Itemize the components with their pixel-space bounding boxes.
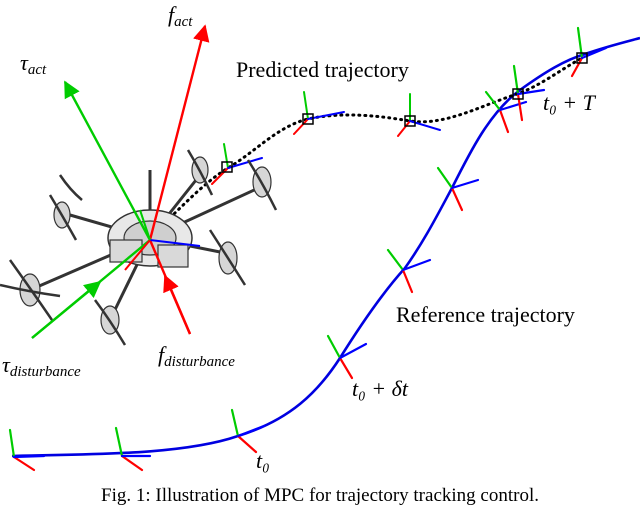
- pred-frame-2: [293, 91, 345, 135]
- f-act-arrow: [148, 24, 210, 241]
- f-disturbance-arrowhead: [163, 274, 192, 335]
- pred-frame-1: [211, 143, 263, 185]
- t0-label: t₀: [256, 448, 270, 473]
- drone-illustration: [0, 149, 278, 346]
- pred-frame-4: [512, 88, 524, 100]
- f-disturbance-label: fdisturbance: [158, 342, 235, 370]
- tau-disturbance-label: τdisturbance: [2, 352, 81, 380]
- ref-frame-t0-T: [512, 64, 546, 122]
- ref-frame-6: [436, 166, 480, 212]
- pred-frame-3: [397, 93, 441, 137]
- ref-frame-5: [386, 248, 432, 294]
- reference-frames: [8, 26, 608, 472]
- ref-frame-2: [114, 426, 152, 472]
- predicted-trajectory-label: Predicted trajectory: [236, 57, 409, 82]
- t0-plus-T-label: t₀ + T: [543, 90, 597, 115]
- figure-caption: Fig. 1: Illustration of MPC for trajecto…: [101, 485, 539, 506]
- ref-frame-7: [484, 90, 528, 134]
- force-arrows: [31, 24, 210, 339]
- reference-trajectory-label: Reference trajectory: [396, 302, 575, 327]
- predicted-frames: [211, 52, 588, 185]
- ref-frame-t0-dt: [326, 334, 368, 380]
- ref-frame-start: [8, 428, 46, 472]
- ref-frame-t0: [230, 408, 266, 454]
- reference-trajectory-curve: [11, 36, 640, 458]
- f-act-label: fact: [168, 2, 193, 30]
- tau-act-label: τact: [20, 50, 47, 78]
- pred-frame-5: [576, 52, 588, 64]
- tau-disturbance-arrowhead: [31, 280, 102, 339]
- tau-act-arrow: [63, 80, 152, 241]
- t0-plus-dt-label: t₀ + δt: [352, 376, 409, 401]
